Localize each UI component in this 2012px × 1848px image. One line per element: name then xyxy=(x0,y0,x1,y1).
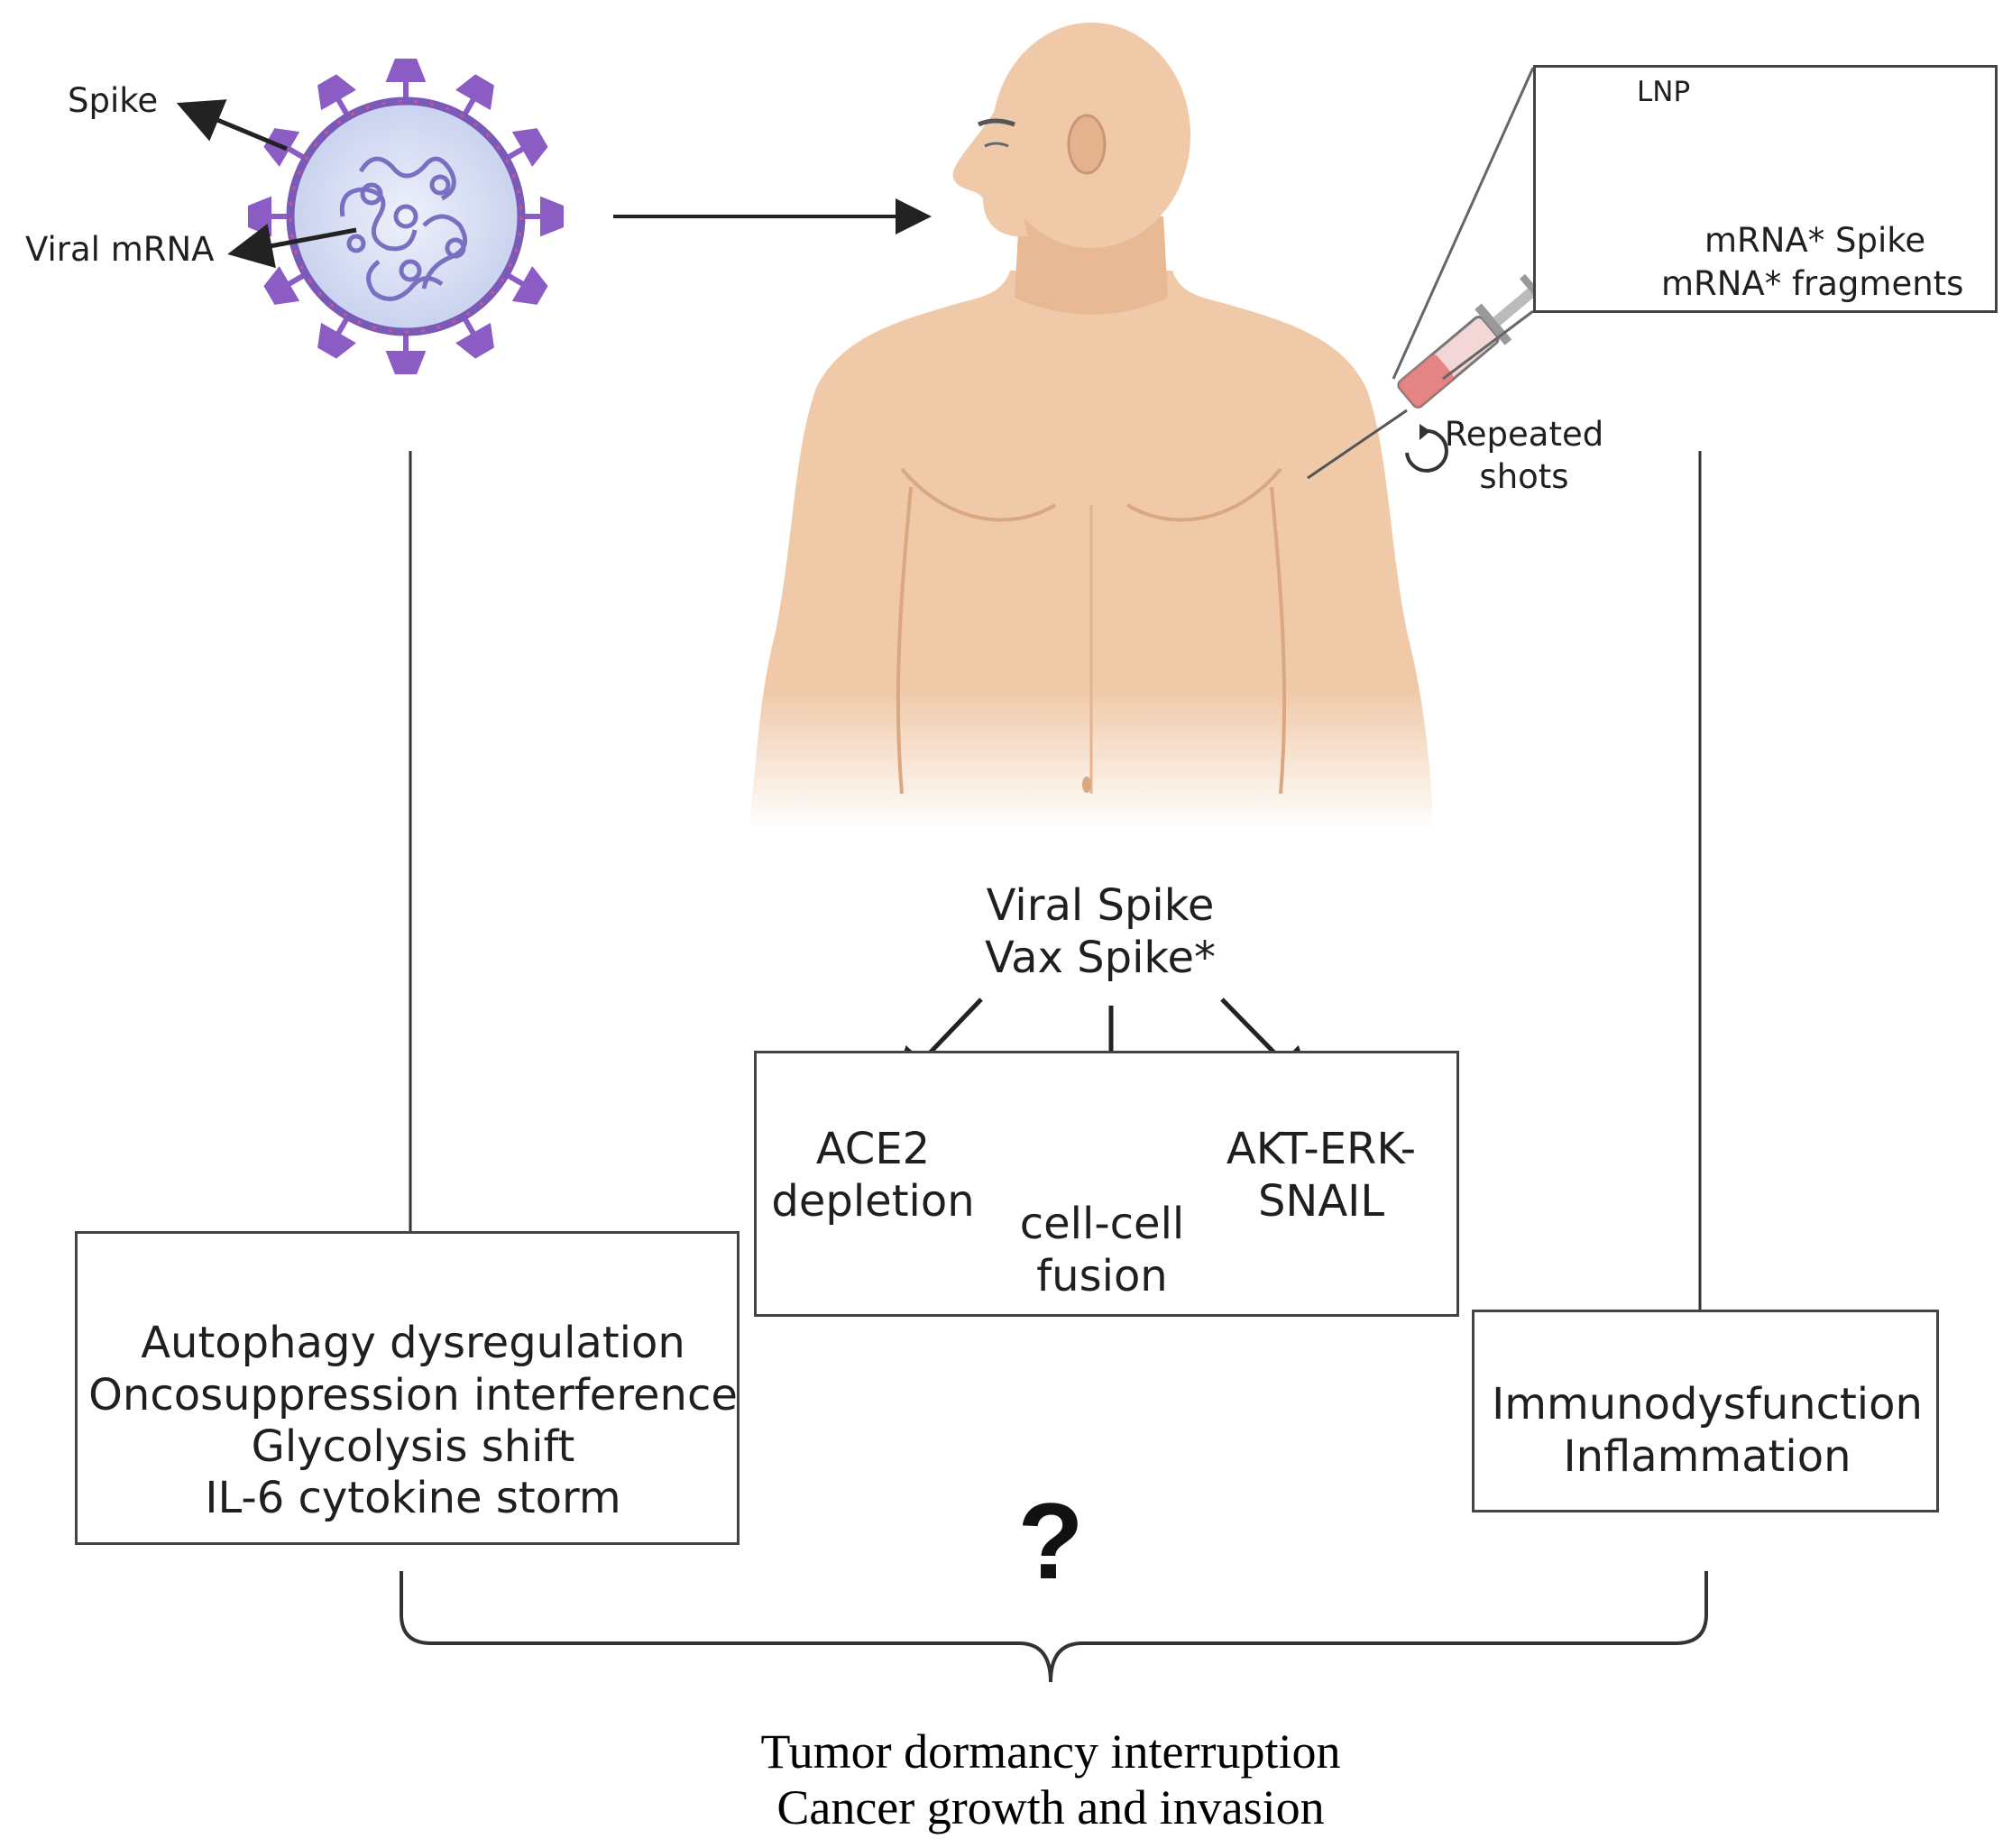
repeat-cycle-icon xyxy=(1405,424,1448,473)
repeated-shots-line2: shots xyxy=(1479,457,1569,496)
virus-icon xyxy=(248,59,564,374)
spike-effects-box xyxy=(754,1051,1459,1317)
callout-line-bottom xyxy=(1442,309,1534,381)
ace2-line2: depletion xyxy=(771,1176,975,1227)
akt-line1: AKT-ERK- xyxy=(1226,1124,1417,1174)
spike-pointer-arrow xyxy=(176,99,288,152)
right-box-line1: Immunodysfunction xyxy=(1492,1379,1923,1430)
right-box-line2: Inflammation xyxy=(1563,1431,1851,1482)
vax-spike-label: Vax Spike* xyxy=(984,933,1217,983)
spike-label: Spike xyxy=(68,81,159,120)
lnp-callout-box xyxy=(1533,65,1998,313)
outcome-line1: Tumor dormancy interruption xyxy=(760,1724,1341,1779)
mrna-pointer-arrow xyxy=(227,224,357,269)
fusion-line1: cell-cell xyxy=(1019,1199,1185,1249)
viral-spike-label: Viral Spike xyxy=(986,880,1215,931)
virus-effects-box xyxy=(75,1231,740,1545)
lnp-contents-line1: mRNA* Spike xyxy=(1704,221,1926,260)
left-box-line2: Oncosuppression interference xyxy=(88,1370,738,1420)
akt-line2: SNAIL xyxy=(1257,1176,1385,1227)
outcome-line2: Cancer growth and invasion xyxy=(776,1780,1325,1834)
left-box-line4: IL-6 cytokine storm xyxy=(205,1473,621,1523)
fusion-line2: fusion xyxy=(1036,1251,1168,1301)
left-box-line3: Glycolysis shift xyxy=(251,1421,575,1472)
viral-mrna-label: Viral mRNA xyxy=(25,230,215,269)
lnp-label: LNP xyxy=(1637,76,1691,108)
human-body-illustration xyxy=(749,23,1434,830)
question-mark: ? xyxy=(1017,1481,1084,1602)
callout-line-top xyxy=(1392,67,1535,380)
left-box-line1: Autophagy dysregulation xyxy=(141,1318,685,1368)
ace2-line1: ACE2 xyxy=(815,1124,931,1174)
vaccine-effects-box xyxy=(1472,1310,1939,1512)
grouping-bracket xyxy=(400,1571,1708,1683)
syringe-icon xyxy=(1307,273,1548,480)
repeated-shots-line1: Repeated xyxy=(1444,415,1604,454)
lnp-contents-line2: mRNA* fragments xyxy=(1661,264,1964,303)
